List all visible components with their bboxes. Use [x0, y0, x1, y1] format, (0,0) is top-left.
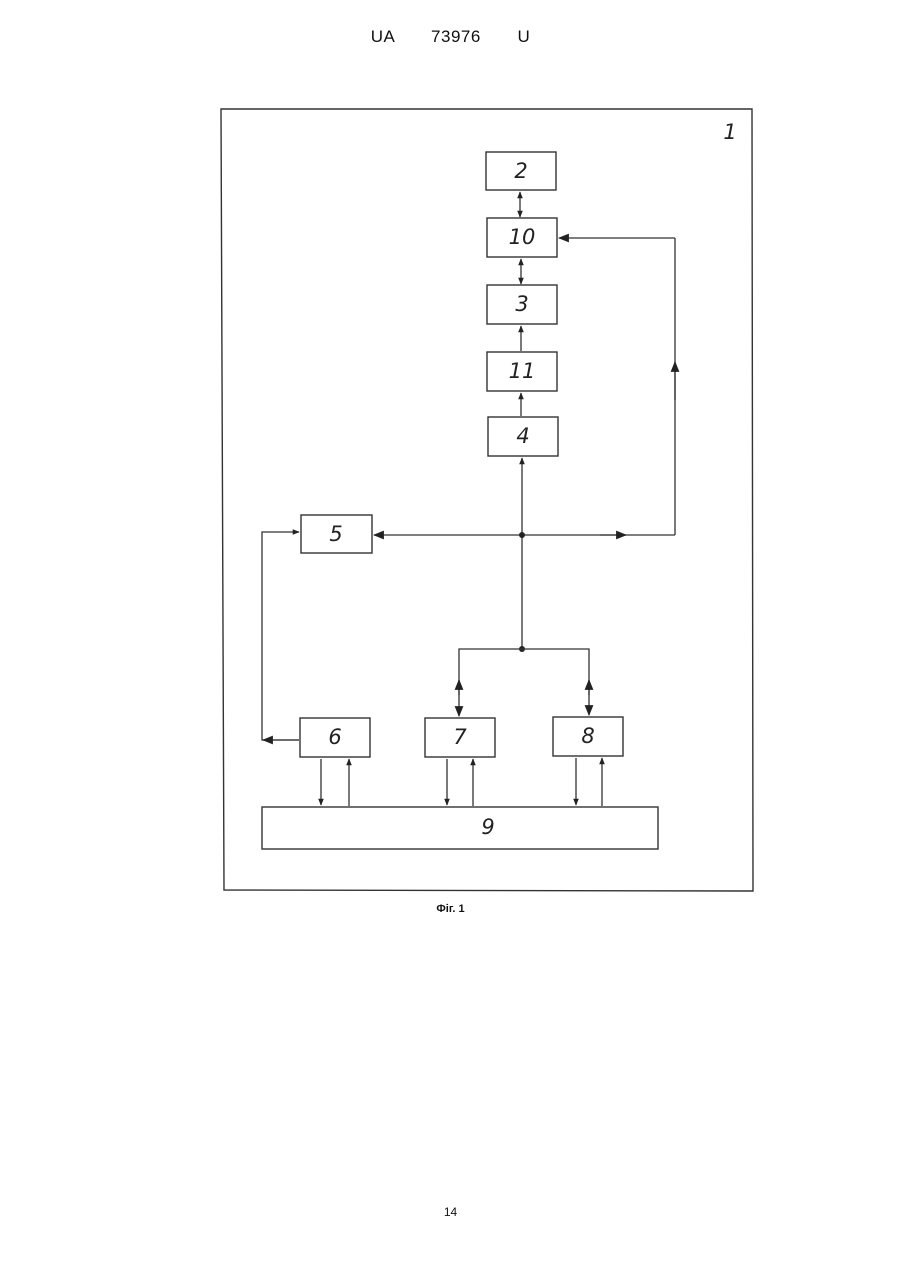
block-11-label: 11 — [509, 359, 536, 383]
figure-caption: Фіг. 1 — [0, 903, 901, 915]
block-5-label: 5 — [329, 522, 342, 546]
junction-upper — [519, 532, 525, 538]
block-6-label: 6 — [328, 725, 341, 749]
block-4-label: 4 — [516, 424, 529, 448]
block-7-label: 7 — [453, 725, 467, 749]
block-9: 9 — [262, 807, 658, 849]
block-3: 3 — [487, 285, 557, 324]
block-10: 10 — [487, 218, 557, 257]
page-number: 14 — [0, 1205, 901, 1219]
block-9-label: 9 — [481, 815, 494, 839]
block-7: 7 — [425, 718, 495, 757]
block-10-label: 10 — [509, 225, 536, 249]
block-8: 8 — [553, 717, 623, 756]
block-3-label: 3 — [515, 292, 528, 316]
block-4: 4 — [488, 417, 558, 456]
block-6: 6 — [300, 718, 370, 757]
block-8-label: 8 — [581, 724, 594, 748]
block-5: 5 — [301, 515, 372, 553]
frame-label: 1 — [723, 120, 736, 144]
block-2: 2 — [486, 152, 556, 190]
split-horizontal — [459, 649, 589, 695]
block-2-label: 2 — [514, 159, 527, 183]
link-6-5-loop — [262, 532, 299, 740]
block-11: 11 — [487, 352, 557, 391]
